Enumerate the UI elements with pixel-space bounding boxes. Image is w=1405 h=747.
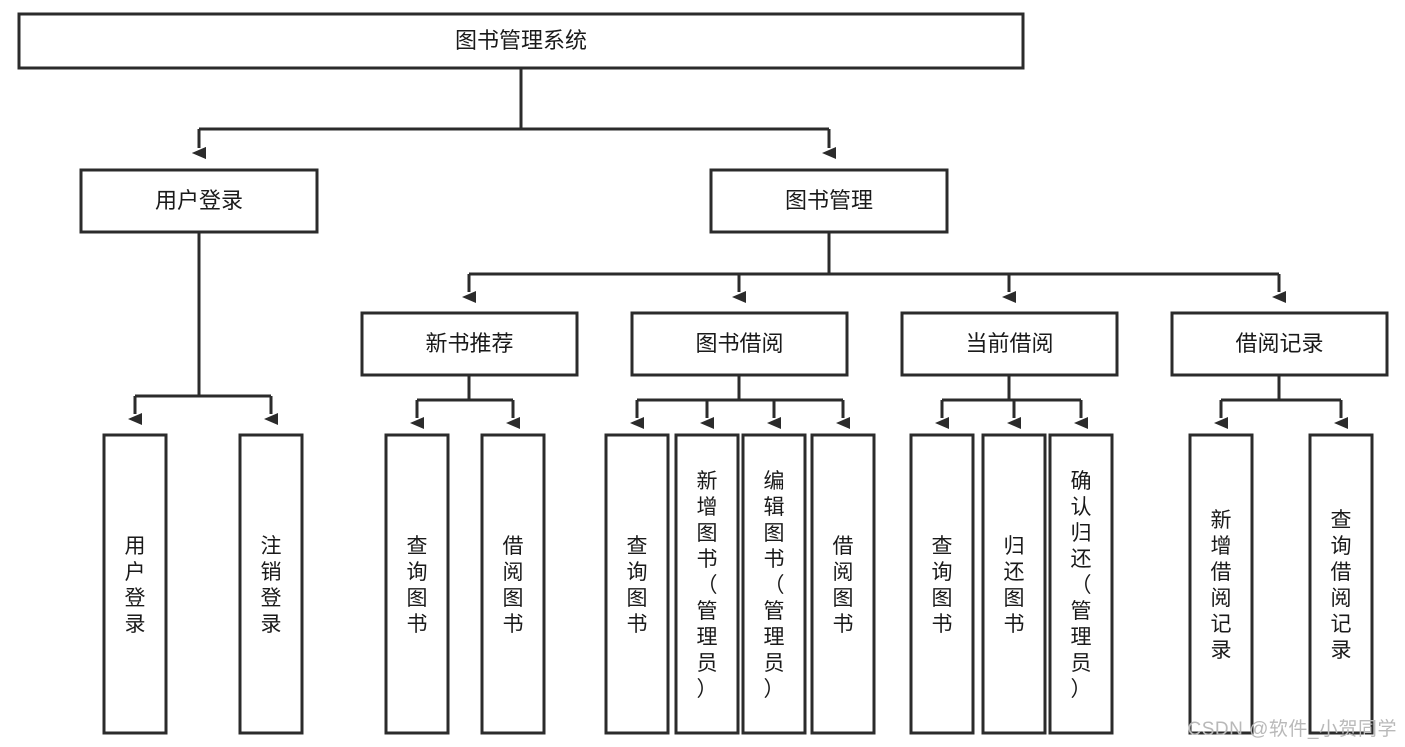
node-label-borrow-record: 借阅记录 (1235, 331, 1323, 356)
node-label-book-manage: 图书管理 (785, 188, 873, 213)
node-label-leaf-query-book-rec: 查询图书 (407, 535, 428, 636)
node-leaf-query-book-borrow[interactable]: 查询图书 (604, 433, 670, 735)
node-box-leaf-edit-book[interactable] (741, 433, 807, 735)
node-label-leaf-confirm-return: 确认归还（管理员） (1071, 470, 1092, 701)
node-leaf-return-book[interactable]: 归还图书 (981, 433, 1047, 735)
node-box-leaf-query-book-rec[interactable] (384, 433, 450, 735)
node-box-new-book-rec[interactable] (360, 311, 579, 377)
node-box-leaf-add-record[interactable] (1188, 433, 1254, 735)
node-layer: 图书管理系统用户登录图书管理新书推荐图书借阅当前借阅借阅记录用户登录注销登录查询… (17, 12, 1389, 735)
watermark-label: CSDN @软件_小贺同学 (1187, 719, 1397, 740)
node-leaf-add-book[interactable]: 新增图书（管理员） (674, 433, 740, 735)
node-label-leaf-query-book-cur: 查询图书 (932, 535, 953, 636)
node-box-leaf-query-book-borrow[interactable] (604, 433, 670, 735)
node-box-borrow-record[interactable] (1170, 311, 1389, 377)
node-leaf-borrow-book[interactable]: 借阅图书 (810, 433, 876, 735)
node-box-leaf-query-book-cur[interactable] (909, 433, 975, 735)
node-box-leaf-add-book[interactable] (674, 433, 740, 735)
node-book-manage[interactable]: 图书管理 (709, 168, 949, 234)
connector-root-bus (199, 68, 829, 148)
connector-layer (128, 68, 1348, 429)
node-box-root[interactable] (17, 12, 1025, 70)
node-label-leaf-user-login: 用户登录 (125, 535, 146, 636)
node-label-root: 图书管理系统 (455, 28, 587, 53)
node-leaf-borrow-book-rec[interactable]: 借阅图书 (480, 433, 546, 735)
node-user-login[interactable]: 用户登录 (79, 168, 319, 234)
node-label-leaf-return-book: 归还图书 (1004, 535, 1025, 636)
node-box-leaf-return-book[interactable] (981, 433, 1047, 735)
node-label-leaf-edit-book: 编辑图书（管理员） (764, 470, 785, 701)
node-box-current-borrow[interactable] (900, 311, 1119, 377)
node-leaf-query-book-rec[interactable]: 查询图书 (384, 433, 450, 735)
node-book-borrow[interactable]: 图书借阅 (630, 311, 849, 377)
node-label-user-login: 用户登录 (155, 188, 243, 213)
node-box-leaf-confirm-return[interactable] (1048, 433, 1114, 735)
node-label-leaf-borrow-book-rec: 借阅图书 (503, 535, 524, 636)
node-borrow-record[interactable]: 借阅记录 (1170, 311, 1389, 377)
node-label-leaf-logout: 注销登录 (261, 535, 282, 636)
node-label-leaf-add-book: 新增图书（管理员） (697, 470, 718, 701)
node-leaf-edit-book[interactable]: 编辑图书（管理员） (741, 433, 807, 735)
node-leaf-query-book-cur[interactable]: 查询图书 (909, 433, 975, 735)
node-leaf-query-record[interactable]: 查询借阅记录 (1308, 433, 1374, 735)
node-label-current-borrow: 当前借阅 (965, 331, 1053, 356)
node-label-new-book-rec: 新书推荐 (425, 331, 513, 356)
node-box-book-manage[interactable] (709, 168, 949, 234)
node-label-leaf-query-book-borrow: 查询图书 (627, 535, 648, 636)
node-box-leaf-borrow-book-rec[interactable] (480, 433, 546, 735)
node-leaf-add-record[interactable]: 新增借阅记录 (1188, 433, 1254, 735)
node-label-book-borrow: 图书借阅 (695, 331, 783, 356)
node-leaf-confirm-return[interactable]: 确认归还（管理员） (1048, 433, 1114, 735)
node-box-leaf-borrow-book[interactable] (810, 433, 876, 735)
node-label-leaf-query-record: 查询借阅记录 (1331, 509, 1352, 662)
node-leaf-logout[interactable]: 注销登录 (238, 433, 304, 735)
node-box-book-borrow[interactable] (630, 311, 849, 377)
node-label-leaf-add-record: 新增借阅记录 (1211, 509, 1232, 662)
node-leaf-user-login[interactable]: 用户登录 (102, 433, 168, 735)
node-label-leaf-borrow-book: 借阅图书 (833, 535, 854, 636)
node-new-book-rec[interactable]: 新书推荐 (360, 311, 579, 377)
node-box-leaf-user-login[interactable] (102, 433, 168, 735)
node-box-leaf-query-record[interactable] (1308, 433, 1374, 735)
node-box-leaf-logout[interactable] (238, 433, 304, 735)
node-current-borrow[interactable]: 当前借阅 (900, 311, 1119, 377)
node-box-user-login[interactable] (79, 168, 319, 234)
node-root[interactable]: 图书管理系统 (17, 12, 1025, 70)
